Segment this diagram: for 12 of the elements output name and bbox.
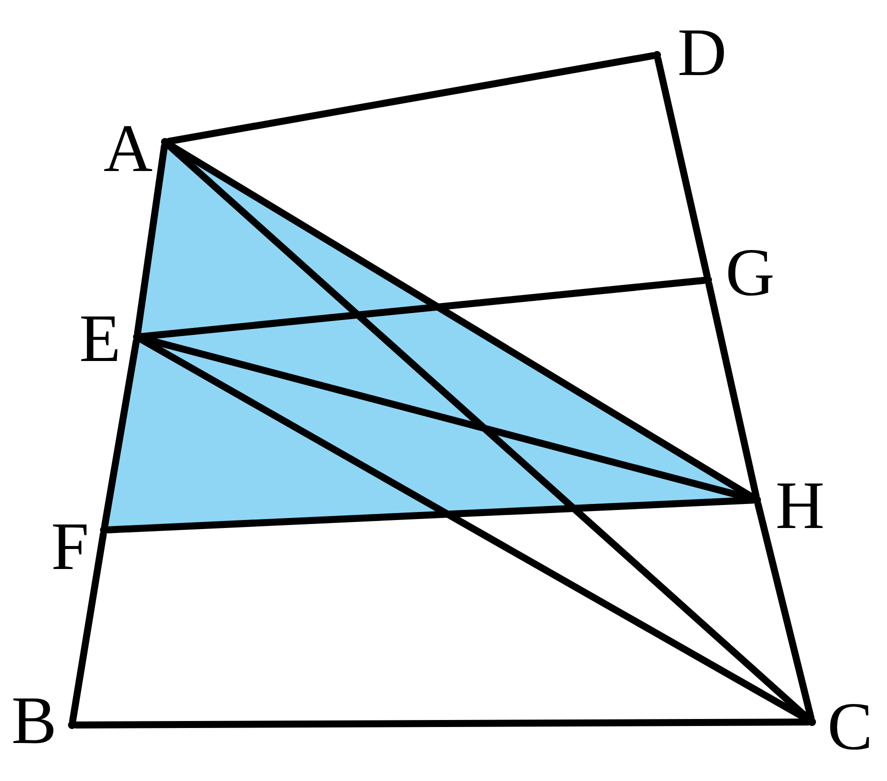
point-label: D [677,18,727,86]
point-label: H [775,471,825,539]
point-label: F [51,512,89,580]
line-segment [72,718,812,728]
point-label: B [11,686,57,754]
point-label: G [725,238,775,306]
point-label: E [79,304,121,372]
point-label: C [827,692,873,760]
line-segment [165,52,657,145]
line-segment [104,496,756,534]
line-segment [654,55,711,280]
point-label: A [103,114,153,182]
